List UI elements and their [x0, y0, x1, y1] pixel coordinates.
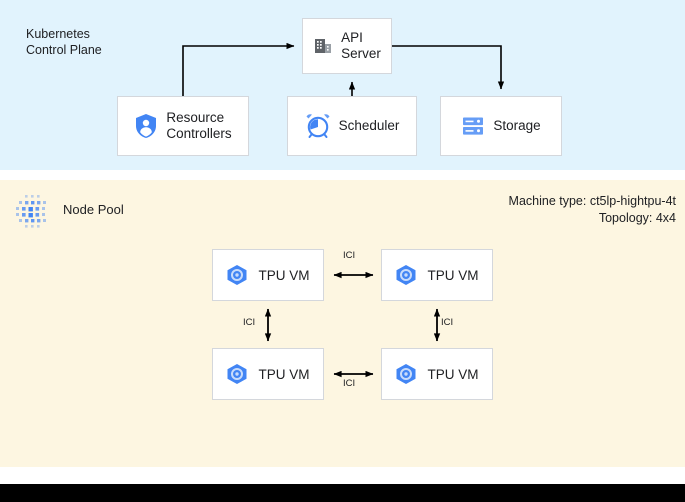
tpu-vm-label: TPU VM — [427, 267, 479, 283]
tpu-vm-node-3[interactable]: TPU VM — [212, 348, 324, 400]
tpu-vm-label: TPU VM — [427, 366, 479, 382]
node-pool-meta: Machine type: ct5lp-hightpu-4t Topology:… — [509, 193, 676, 227]
shield-person-icon — [136, 114, 157, 138]
tpu-hexagon-icon — [396, 364, 416, 384]
resource-controllers-node[interactable]: Resource Controllers — [117, 96, 249, 156]
node-pool-title: Node Pool — [63, 202, 124, 217]
api-server-label: API Server — [341, 30, 381, 61]
tpu-vm-label: TPU VM — [258, 267, 310, 283]
tpu-vm-label: TPU VM — [258, 366, 310, 382]
scheduler-label: Scheduler — [338, 118, 400, 133]
api-server-node[interactable]: API Server — [302, 18, 392, 74]
ici-label-bottom: ICI — [343, 378, 356, 389]
ici-label-right: ICI — [441, 317, 454, 328]
tpu-hexagon-icon — [227, 265, 247, 285]
resource-controllers-label: Resource Controllers — [166, 110, 232, 141]
tpu-hexagon-icon — [227, 364, 247, 384]
topology-text: Topology: 4x4 — [598, 211, 676, 225]
dot-grid-icon — [16, 195, 46, 228]
tpu-vm-node-1[interactable]: TPU VM — [212, 249, 324, 301]
machine-type-text: Machine type: ct5lp-hightpu-4t — [508, 194, 676, 208]
tpu-vm-node-2[interactable]: TPU VM — [381, 249, 493, 301]
storage-server-icon — [463, 117, 484, 135]
ici-label-top: ICI — [343, 250, 356, 261]
tpu-hexagon-icon — [396, 265, 416, 285]
bottom-bar — [0, 484, 685, 502]
alarm-clock-icon — [306, 114, 330, 138]
ici-label-left: ICI — [243, 317, 256, 328]
scheduler-node[interactable]: Scheduler — [287, 96, 417, 156]
node-pool-panel — [0, 180, 685, 467]
control-plane-title: Kubernetes Control Plane — [26, 27, 102, 57]
tpu-vm-node-4[interactable]: TPU VM — [381, 348, 493, 400]
building-icon — [315, 39, 332, 53]
storage-node[interactable]: Storage — [440, 96, 562, 156]
storage-label: Storage — [493, 118, 541, 133]
